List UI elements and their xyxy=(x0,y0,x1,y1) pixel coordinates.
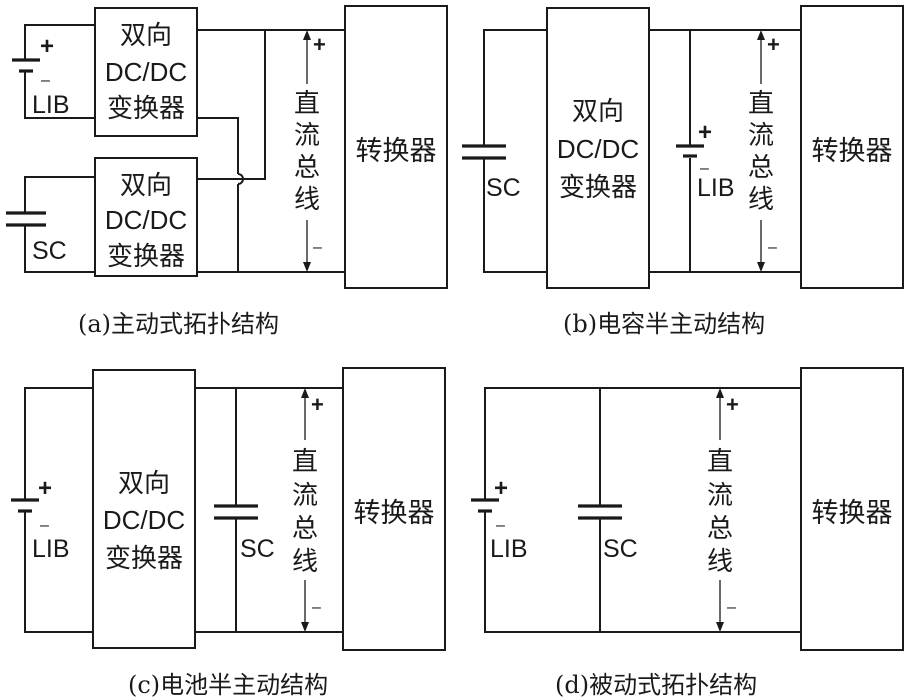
dc-bus-label-char: 线 xyxy=(707,547,733,577)
label-background xyxy=(746,84,776,220)
panel-d-passive-topology: 转换器 + – LIB SC + – 直 流 总 线 (d)被动式拓扑结构 xyxy=(471,367,904,699)
plus-sign: + xyxy=(494,475,508,502)
plus-sign: + xyxy=(726,392,739,417)
dc-bus-label-char: 总 xyxy=(748,153,774,183)
caption-d: (d)被动式拓扑结构 xyxy=(555,671,757,699)
converter-label: 转换器 xyxy=(812,136,893,167)
panel-b-capacitor-semi-active: 双向 DC/DC 变换器 转换器 SC + – LIB + – 直 流 总 线 … xyxy=(462,5,904,338)
arrow-head xyxy=(303,262,311,272)
dc-bus-label-char: 直 xyxy=(292,447,318,477)
dc-bus-label-char: 流 xyxy=(707,481,733,511)
converter-label: 转换器 xyxy=(354,498,435,529)
bus-positive-rail xyxy=(484,387,801,500)
dc-bus-label-char: 流 xyxy=(294,121,320,151)
arrow-head xyxy=(757,262,765,272)
wire xyxy=(24,24,95,54)
arrow-head xyxy=(301,388,309,398)
arrow-head xyxy=(303,30,311,40)
plus-sign: + xyxy=(311,392,324,417)
converter-label: 转换器 xyxy=(812,498,893,529)
label-background xyxy=(290,440,320,580)
converter-box xyxy=(800,5,904,289)
wire xyxy=(24,225,95,273)
dc-bus-label-char: 线 xyxy=(292,547,318,577)
wire xyxy=(24,80,95,119)
minus-sign: – xyxy=(312,599,321,616)
dcdc-label-converter: 变换器 xyxy=(105,544,183,574)
dcdc-label-bidirectional: 双向 xyxy=(120,171,172,201)
arrow-head xyxy=(716,388,724,398)
wire xyxy=(483,29,547,146)
label-background xyxy=(292,84,322,220)
dc-bus-label-char: 直 xyxy=(748,89,774,119)
dc-bus-label-char: 总 xyxy=(292,514,318,544)
dcdc-label-converter: 变换器 xyxy=(107,94,185,124)
dc-bus-label-char: 总 xyxy=(294,153,320,183)
arrow-head xyxy=(716,622,724,632)
dcdc-converter-box xyxy=(92,369,196,649)
converter-box xyxy=(342,367,446,651)
converter-box xyxy=(344,5,448,289)
lib-label: LIB xyxy=(697,174,735,202)
dcdc-converter-box-upper xyxy=(94,7,198,137)
sc-label: SC xyxy=(32,237,67,265)
minus-sign: – xyxy=(313,239,322,256)
dcdc-converter-box xyxy=(546,7,650,289)
wire xyxy=(197,30,266,180)
dc-bus-label-char: 流 xyxy=(748,121,774,151)
dc-bus-label-char: 线 xyxy=(294,185,320,215)
wire xyxy=(24,514,93,633)
dcdc-label-dcdc: DC/DC xyxy=(105,57,187,87)
wire xyxy=(24,176,95,213)
arrow-head xyxy=(757,30,765,40)
dcdc-label-converter: 变换器 xyxy=(559,173,637,203)
lib-label: LIB xyxy=(32,91,70,119)
dcdc-label-dcdc: DC/DC xyxy=(105,205,187,235)
arrow-head xyxy=(301,622,309,632)
wire xyxy=(197,117,239,174)
dc-bus-label-char: 总 xyxy=(707,514,733,544)
lib-label: LIB xyxy=(32,535,70,563)
dc-bus-label-char: 直 xyxy=(294,89,320,119)
minus-sign: – xyxy=(40,517,49,534)
dcdc-label-bidirectional: 双向 xyxy=(572,97,624,127)
caption-a: (a)主动式拓扑结构 xyxy=(78,310,279,338)
plus-sign: + xyxy=(40,33,54,60)
minus-sign: – xyxy=(768,239,777,256)
dc-bus-label-char: 线 xyxy=(748,185,774,215)
dcdc-converter-box-lower xyxy=(94,157,198,277)
caption-b: (b)电容半主动结构 xyxy=(563,310,765,338)
dcdc-label-dcdc: DC/DC xyxy=(557,134,639,164)
dc-bus-label-char: 直 xyxy=(707,447,733,477)
plus-sign: + xyxy=(767,32,780,57)
bus-negative-rail xyxy=(484,514,801,633)
label-background xyxy=(705,440,735,580)
plus-sign: + xyxy=(698,119,712,146)
plus-sign: + xyxy=(313,32,326,57)
dcdc-label-bidirectional: 双向 xyxy=(118,469,170,499)
wire xyxy=(483,158,547,273)
minus-sign: – xyxy=(496,517,505,534)
converter-label: 转换器 xyxy=(356,136,437,167)
plus-sign: + xyxy=(38,475,52,502)
panel-a-active-topology: 双向 DC/DC 变换器 双向 DC/DC 变换器 转换器 + – LIB SC xyxy=(6,5,448,338)
converter-box xyxy=(800,367,904,651)
wire xyxy=(24,387,93,500)
minus-sign: – xyxy=(700,160,709,177)
sc-label: SC xyxy=(240,535,275,563)
dcdc-label-dcdc: DC/DC xyxy=(103,505,185,535)
minus-sign: – xyxy=(41,72,50,89)
minus-sign: – xyxy=(727,599,736,616)
lib-label: LIB xyxy=(490,535,528,563)
sc-label: SC xyxy=(486,174,521,202)
caption-c: (c)电池半主动结构 xyxy=(128,671,328,699)
dc-bus-label-char: 流 xyxy=(292,481,318,511)
dcdc-label-converter: 变换器 xyxy=(107,242,185,272)
panel-c-battery-semi-active: 双向 DC/DC 变换器 转换器 + – LIB SC + – 直 流 总 线 … xyxy=(11,367,446,699)
dcdc-label-bidirectional: 双向 xyxy=(120,21,172,51)
sc-label: SC xyxy=(603,535,638,563)
